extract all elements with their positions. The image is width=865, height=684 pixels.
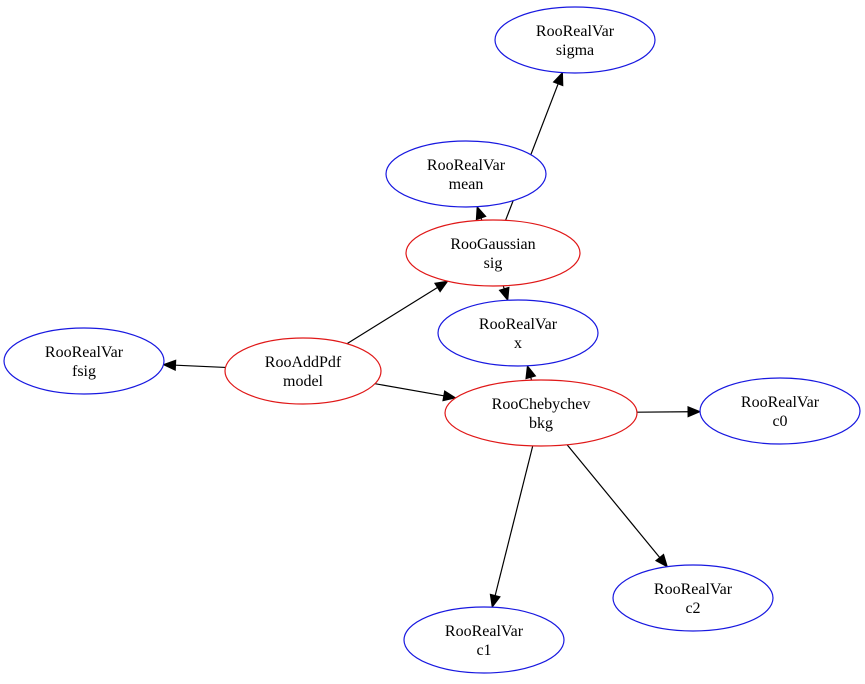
node-type-label: RooGaussian	[450, 236, 535, 253]
node-sigma: RooRealVar sigma	[494, 6, 656, 74]
node-ellipse-x	[437, 299, 599, 367]
node-ellipse-mean	[385, 140, 547, 208]
node-name-label: bkg	[529, 415, 553, 432]
edge-line	[175, 364, 226, 369]
node-name-label: sig	[484, 255, 503, 272]
arrowhead-icon	[434, 280, 449, 293]
arrowhead-icon	[687, 406, 702, 418]
edge-line	[494, 445, 534, 596]
node-ellipse-c2	[612, 564, 774, 632]
node-c1: RooRealVar c1	[403, 606, 565, 674]
node-name-label: model	[283, 373, 324, 390]
arrowhead-icon	[552, 71, 564, 87]
nodes-layer: RooRealVarsigmaRooRealVarmeanRooGaussian…	[3, 6, 861, 674]
node-ellipse-sigma	[494, 6, 656, 74]
node-name-label: c0	[772, 413, 787, 430]
edge-bkg-to-c1	[489, 445, 534, 609]
node-sig: RooGaussian sig	[405, 219, 581, 287]
node-bkg: RooChebychev bkg	[444, 379, 638, 447]
node-ellipse-sig	[405, 219, 581, 287]
edge-bkg-to-x	[525, 364, 537, 381]
edge-line	[374, 383, 444, 397]
node-type-label: RooRealVar	[445, 623, 524, 640]
node-type-label: RooRealVar	[45, 344, 124, 361]
node-type-label: RooRealVar	[536, 23, 615, 40]
arrowhead-icon	[498, 286, 510, 302]
arrowhead-icon	[162, 359, 177, 371]
node-x: RooRealVar x	[437, 299, 599, 367]
node-type-label: RooRealVar	[479, 316, 558, 333]
node-ellipse-c0	[699, 377, 861, 445]
edge-model-to-bkg	[374, 383, 457, 402]
node-c2: RooRealVar c2	[612, 564, 774, 632]
node-name-label: c1	[476, 642, 491, 659]
node-type-label: RooRealVar	[741, 394, 820, 411]
node-fsig: RooRealVar fsig	[3, 327, 165, 395]
node-type-label: RooAddPdf	[265, 354, 342, 371]
edge-model-to-fsig	[162, 359, 226, 371]
node-name-label: fsig	[72, 363, 96, 380]
node-ellipse-c1	[403, 606, 565, 674]
node-name-label: x	[514, 335, 522, 352]
node-type-label: RooRealVar	[654, 581, 733, 598]
arrowhead-icon	[442, 390, 457, 402]
node-name-label: c2	[685, 600, 700, 617]
edge-line	[346, 286, 438, 345]
node-type-label: RooChebychev	[492, 396, 591, 413]
node-type-label: RooRealVar	[427, 157, 506, 174]
edge-model-to-sig	[346, 280, 449, 345]
arrowhead-icon	[654, 553, 669, 568]
node-c0: RooRealVar c0	[699, 377, 861, 445]
arrowhead-icon	[525, 364, 537, 380]
node-ellipse-bkg	[444, 379, 638, 447]
node-name-label: sigma	[556, 42, 594, 59]
node-model: RooAddPdf model	[224, 337, 382, 405]
arrowhead-icon	[475, 205, 487, 221]
node-ellipse-model	[224, 337, 382, 405]
edge-sig-to-x	[498, 285, 510, 302]
edge-sig-to-mean	[475, 205, 487, 221]
arrowhead-icon	[489, 593, 501, 609]
node-mean: RooRealVar mean	[385, 140, 547, 208]
node-ellipse-fsig	[3, 327, 165, 395]
edge-bkg-to-c2	[566, 444, 669, 568]
edge-line	[566, 444, 661, 558]
edge-bkg-to-c0	[636, 406, 702, 418]
node-name-label: mean	[449, 176, 484, 193]
